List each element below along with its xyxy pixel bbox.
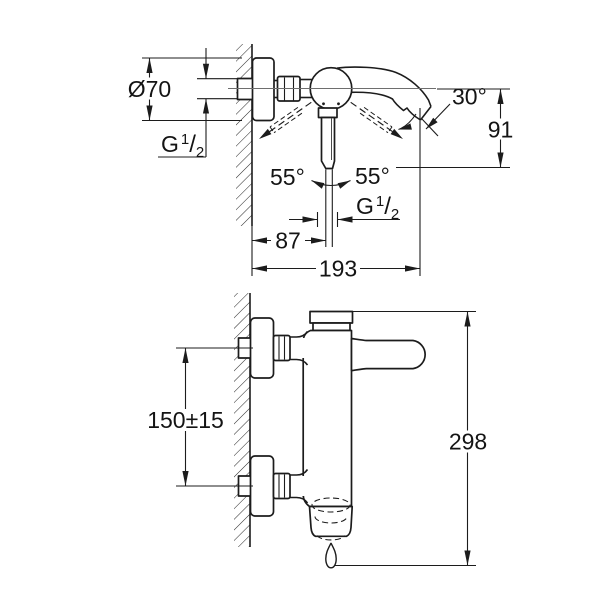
spout-outlet-face	[419, 106, 432, 121]
dim-label-escutcheon-diameter: Ø70	[128, 76, 171, 102]
lever-swing-indicator	[259, 101, 403, 189]
housing-dot-right	[337, 102, 340, 106]
escutcheon-top	[249, 317, 275, 379]
union-cone-bottom	[290, 469, 309, 504]
dim-label-spout-angle: 30°	[452, 84, 487, 110]
escutcheon-side	[251, 57, 275, 122]
union-nut-top	[272, 334, 291, 362]
dim-label-overall-height: 298	[449, 429, 487, 455]
dim-wall-to-outlet-axis: 87	[252, 228, 326, 254]
union-cone-top	[290, 331, 309, 366]
water-droplet	[325, 542, 337, 569]
spout-angle-annotation: 30°	[398, 84, 487, 137]
spout	[336, 66, 432, 121]
outlet-cup	[308, 505, 354, 538]
dim-label-swing-right: 55°	[355, 163, 390, 189]
wall-hatch	[236, 44, 252, 226]
dim-label-connection-spacing: 150±15	[147, 407, 224, 433]
mixer-body	[302, 329, 353, 508]
supply-nipple	[236, 77, 252, 101]
top-cap	[309, 310, 354, 324]
housing-dot-left	[322, 102, 325, 106]
dim-overall-height: 298	[334, 310, 489, 567]
union-nut-bottom	[272, 472, 291, 500]
cap-ring	[312, 322, 351, 332]
dim-label-spout-drop-height: 91	[488, 117, 514, 143]
dim-spout-drop-height: 91	[396, 88, 515, 169]
dim-label-wall-to-outlet-axis: 87	[275, 228, 301, 254]
lever-handle	[317, 107, 338, 170]
dim-label-swing-left: 55°	[270, 164, 305, 190]
outlet-hidden-edge-1	[311, 497, 351, 513]
dim-label-wall-to-spout-tip: 193	[319, 256, 357, 282]
outlet-hidden-edge-3	[316, 535, 346, 541]
wall-hatch-front	[234, 293, 250, 547]
escutcheon-bottom	[249, 455, 275, 517]
handle-lever-front	[350, 337, 426, 372]
dim-wall-to-spout-tip: 193	[252, 256, 420, 282]
dim-escutcheon-diameter: Ø70	[127, 57, 242, 122]
front-view: 150±15 298	[147, 293, 489, 569]
dim-connection-spacing: 150±15	[147, 347, 253, 487]
outlet-hidden-edge-2	[314, 516, 348, 524]
